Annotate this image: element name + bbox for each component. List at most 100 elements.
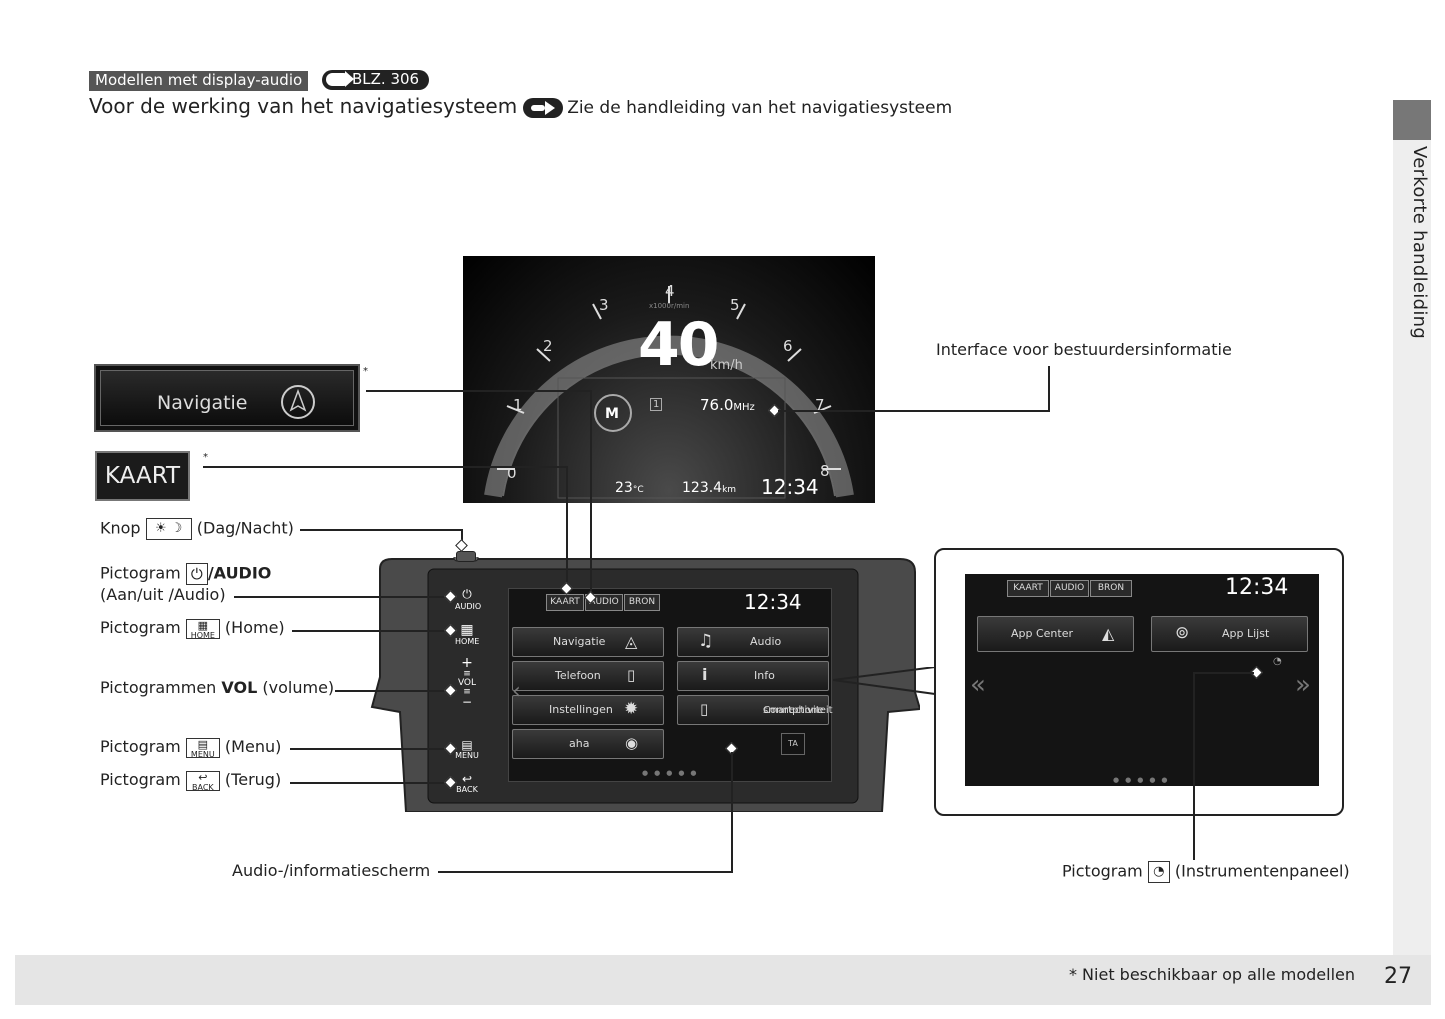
tick-label: 3 — [599, 296, 609, 314]
callout-prefix: Knop — [100, 518, 141, 538]
leader-line — [290, 748, 448, 750]
chapter-rule — [1393, 140, 1431, 955]
page-title-note: Zie de handleiding van het navigatiesyst… — [567, 98, 953, 118]
volume-minus-icon: − — [461, 695, 473, 709]
leader-line — [778, 410, 1050, 412]
chevron-left-icon[interactable]: « — [970, 670, 986, 700]
chevron-right-icon[interactable]: » — [1295, 670, 1311, 700]
ta-button[interactable]: TA — [781, 733, 805, 755]
callout-bold: /AUDIO — [207, 563, 272, 583]
odo-value: 123.4 — [682, 480, 723, 496]
home-grid-icon: ▦ — [460, 622, 474, 638]
cluster-clock: 12:34 — [761, 475, 819, 499]
audio-information-screen: KAART AUDIO BRON 12:34 Navigatie◬ ♫Audio… — [508, 588, 833, 782]
callout-connector — [833, 667, 936, 695]
callout-prefix: Pictogram — [100, 618, 181, 637]
menu-button-label: Instellingen — [549, 703, 613, 716]
menu-button-aha[interactable]: aha ◉ — [512, 729, 664, 759]
volume-label: VOL — [457, 678, 477, 688]
footnote: * Niet beschikbaar op alle modellen — [1068, 965, 1355, 984]
leader-line — [1048, 366, 1050, 411]
aha-icon: ◉ — [625, 734, 639, 752]
leader-line — [1193, 672, 1195, 860]
app-list-button[interactable]: ⊚App Lijst — [1151, 616, 1308, 652]
page-number: 27 — [1384, 964, 1412, 989]
tab-bron[interactable]: BRON — [624, 594, 660, 611]
callout-suffix: (volume) — [262, 678, 335, 697]
menu-window-icon: ▤MENU — [185, 737, 220, 759]
menu-button-label: Connectiviteit — [763, 705, 833, 716]
power-audio-icon[interactable]: ⏻AUDIO — [455, 587, 481, 611]
leader-line — [234, 596, 448, 598]
tick-label: 5 — [730, 296, 740, 314]
temp-value: 23 — [615, 480, 633, 496]
home-icon-label: HOME — [190, 630, 215, 640]
speed-unit: km/h — [710, 358, 743, 373]
smartphone-icon: ▯ — [700, 700, 709, 718]
info-icon: i — [702, 665, 708, 684]
page-indicator: ●●●●● — [1113, 776, 1174, 784]
tab-kaart[interactable]: KAART — [1007, 580, 1049, 597]
leader-line — [590, 390, 592, 596]
odometer: 123.4km — [682, 480, 736, 496]
callout-suffix: (Home) — [224, 618, 285, 637]
section-tag: Modellen met display-audio — [89, 71, 309, 91]
tick-label: 8 — [820, 462, 830, 480]
leader-line — [335, 690, 448, 692]
menu-button-label: aha — [569, 737, 590, 750]
menu-button-telefoon[interactable]: Telefoon▯ — [512, 661, 664, 691]
rpm-unit: x1000r/min — [649, 302, 690, 310]
app-list-label: App Lijst — [1222, 627, 1270, 640]
leader-line — [300, 529, 462, 531]
leader-line — [366, 390, 591, 392]
tab-audio[interactable]: AUDIO — [1050, 580, 1089, 597]
home-icon[interactable]: ▦HOME — [455, 623, 479, 646]
tab-bron[interactable]: BRON — [1090, 580, 1132, 597]
speed-value: 40 — [638, 310, 719, 380]
tick-label: 0 — [507, 464, 517, 482]
home-label: HOME — [455, 637, 480, 646]
asterisk-mark: * — [363, 366, 368, 377]
callout-prefix: Pictogrammen — [100, 678, 217, 697]
chevron-left-icon[interactable]: ‹ — [512, 679, 521, 704]
menu-icon[interactable]: ▤MENU — [455, 739, 479, 760]
back-icon-label: BACK — [192, 782, 214, 792]
volume-callout: Pictogrammen VOL (volume) — [100, 678, 334, 698]
day-night-knob[interactable] — [456, 551, 476, 562]
app-center-label: App Center — [1011, 627, 1074, 640]
menu-button-label: Audio — [750, 635, 782, 648]
outside-temperature: 23°C — [615, 480, 644, 496]
menu-button-navigatie[interactable]: Navigatie◬ — [512, 627, 664, 657]
back-icon[interactable]: ↩BACK — [455, 773, 479, 794]
page-reference-link[interactable]: BLZ. 306 — [322, 70, 430, 90]
back-arrow-icon: ↩BACK — [185, 770, 220, 792]
menu-button-label: Telefoon — [555, 669, 601, 682]
kaart-button-illustration: KAART — [95, 451, 190, 501]
menu-button-audio[interactable]: ♫Audio — [677, 627, 829, 657]
menu-callout: Pictogram ▤MENU (Menu) — [100, 737, 281, 759]
tick-label: 7 — [815, 396, 825, 414]
leader-line — [461, 529, 463, 545]
callout-prefix: Pictogram — [100, 737, 181, 756]
compass-icon — [281, 385, 315, 419]
back-label: BACK — [456, 785, 478, 794]
callout-prefix: Pictogram — [100, 770, 181, 789]
home-grid-icon: ▦HOME — [185, 618, 220, 640]
asterisk-mark: * — [203, 452, 208, 463]
volume-icon[interactable]: +≡VOL≡− — [455, 656, 479, 708]
app-center-button[interactable]: App Center◭ — [977, 616, 1134, 652]
tab-kaart[interactable]: KAART — [546, 594, 584, 611]
instrument-panel-icon[interactable]: ◔ — [1273, 656, 1282, 667]
menu-button-instellingen[interactable]: Instellingen✹ — [512, 695, 664, 725]
callout-prefix: Pictogram — [1062, 861, 1143, 881]
tick-label: 1 — [513, 396, 523, 414]
driver-info-label: Interface voor bestuurdersinformatie — [936, 340, 1232, 359]
menu-icon-label: MENU — [190, 749, 215, 759]
callout-marker — [455, 539, 468, 552]
callout-bold: VOL — [221, 678, 258, 697]
leader-line — [1194, 672, 1254, 674]
audio-mode-icon: M — [605, 406, 619, 422]
band-indicator: 1 — [650, 398, 663, 411]
